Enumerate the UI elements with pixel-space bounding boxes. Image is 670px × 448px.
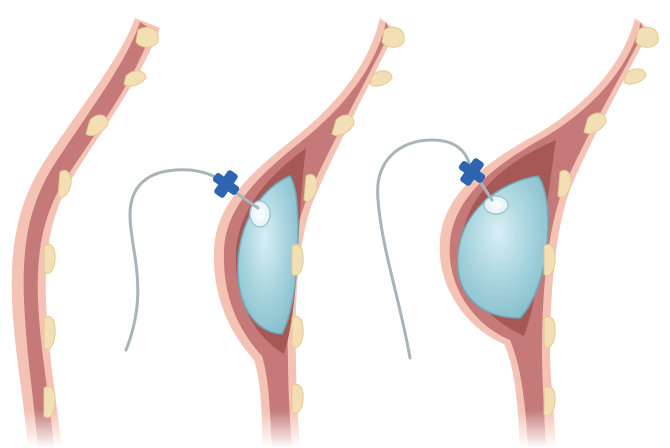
rib (558, 171, 571, 198)
rib (58, 171, 71, 198)
panel-full-expansion (378, 18, 659, 448)
rib (544, 317, 555, 348)
rib (292, 317, 303, 348)
rib (44, 245, 55, 274)
rib (292, 245, 303, 276)
bottom-fade (0, 410, 670, 448)
rib (636, 27, 658, 47)
top-fade (0, 0, 670, 22)
rib (382, 27, 404, 47)
rib (44, 317, 55, 350)
rib (292, 385, 303, 414)
injection-port-icon (484, 196, 508, 214)
rib (136, 27, 158, 47)
rib (304, 175, 317, 202)
panel-chest-wall (12, 18, 160, 448)
panel-partial-expansion (126, 18, 404, 448)
